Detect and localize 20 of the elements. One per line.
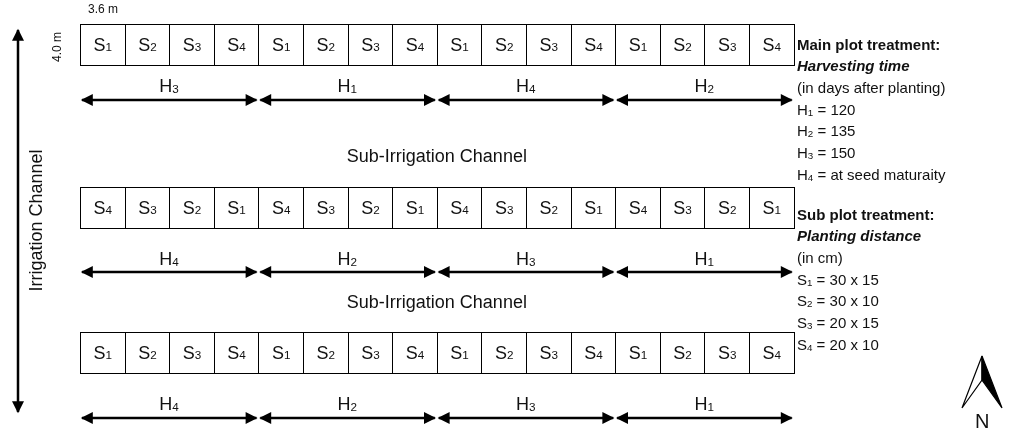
legend-text: S$_{2}$ = 30 x 10 [797, 292, 879, 309]
legend-text: H$_{1}$ = 120 [797, 101, 856, 118]
legend-heading: Planting distance [797, 227, 922, 244]
north-label: N [975, 410, 990, 433]
legend-text: H$_{2}$ = 135 [797, 122, 856, 139]
channel-label: Sub-Irrigation Channel [346, 146, 527, 167]
legend-heading: Sub plot treatment: [797, 206, 935, 223]
legend-text: (in days after planting) [797, 79, 946, 96]
dimension-label: 3.6 m [88, 2, 118, 16]
channel-label: Irrigation Channel [25, 148, 47, 292]
legend-text: S$_{4}$ = 20 x 10 [797, 336, 879, 353]
dimension-label: 4.0 m [50, 32, 64, 62]
channel-label: Sub-Irrigation Channel [346, 292, 527, 313]
legend-text: H$_{4}$ = at seed maturaity [797, 166, 946, 183]
legend-heading: Main plot treatment: [797, 36, 941, 53]
legend-text: H$_{3}$ = 150 [797, 144, 856, 161]
legend-text: (in cm) [797, 249, 843, 266]
legend-text: S$_{1}$ = 30 x 15 [797, 271, 879, 288]
legend-heading: Harvesting time [797, 57, 910, 74]
legend-text: S$_{3}$ = 20 x 15 [797, 314, 879, 331]
